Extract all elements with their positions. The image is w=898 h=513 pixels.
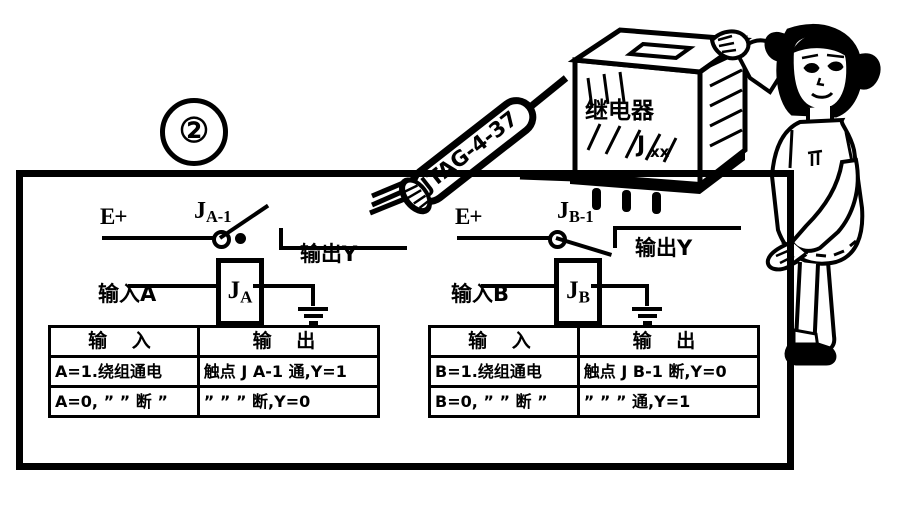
ground-icon: [298, 304, 328, 325]
circuit-b-output-drop: [613, 226, 617, 248]
circuit-a-contact-label: JA-1: [194, 198, 231, 227]
table-a-r1c0: A=0, ” ” 断 ”: [48, 385, 200, 418]
table-header-row: 输 入 输 出: [428, 325, 761, 358]
circuit-b-ground-drop: [645, 284, 649, 306]
table-row: A=1.绕组通电 触点 J A-1 通,Y=1: [48, 355, 381, 388]
circuit-a-contact-letter: J: [194, 198, 206, 224]
truth-table-a: 输 入 输 出 A=1.绕组通电 触点 J A-1 通,Y=1 A=0, ” ”…: [48, 325, 381, 418]
circuit-a: E+ JA-1 输出Y 输入A JA: [90, 196, 420, 326]
circuit-a-output-wire: [279, 246, 407, 250]
svg-text:xx: xx: [650, 143, 670, 161]
relay-box-sublabel: J: [635, 133, 645, 158]
table-b-header-input: 输 入: [428, 325, 580, 358]
circuit-b: E+ JB-1 输出Y 输入B JB: [445, 196, 775, 326]
circuit-b-input-label: 输入B: [451, 282, 510, 306]
circuit-a-ground-drop: [311, 284, 315, 306]
circuit-b-output-label: 输出Y: [635, 236, 693, 260]
main-diagram-frame: [16, 170, 794, 470]
table-a-r0c0: A=1.绕组通电: [48, 355, 200, 388]
table-row: B=0, ” ” 断 ” ” ” ” 通,Y=1: [428, 385, 761, 418]
table-row: B=1.绕组通电 触点 J B-1 断,Y=0: [428, 355, 761, 388]
circuit-a-input-label: 输入A: [98, 282, 157, 306]
table-b-r0c1: 触点 J B-1 断,Y=0: [576, 355, 761, 388]
circuit-b-coil-letter: J: [566, 276, 579, 304]
circuit-a-output-drop: [279, 228, 283, 250]
table-a-header-input: 输 入: [48, 325, 200, 358]
table-b-r1c0: B=0, ” ” 断 ”: [428, 385, 580, 418]
circuit-a-contact-sub: A-1: [206, 207, 232, 227]
circuit-a-supply-wire: [102, 236, 217, 240]
circuit-a-output-label: 输出Y: [300, 242, 358, 266]
circuit-b-coil: JB: [554, 258, 602, 326]
circuit-b-contact-label: JB-1: [557, 198, 593, 227]
table-row: A=0, ” ” 断 ” ” ” ” 断,Y=0: [48, 385, 381, 418]
circuit-b-supply-wire: [457, 236, 552, 240]
circuit-a-coil: JA: [216, 258, 264, 326]
circuit-b-coil-sub: B: [578, 287, 590, 307]
circuit-b-contact-sub: B-1: [569, 207, 594, 227]
circuit-b-contact-letter: J: [557, 198, 569, 224]
circuit-b-output-wire: [613, 226, 741, 230]
table-b-r0c0: B=1.绕组通电: [428, 355, 580, 388]
table-b-header-output: 输 出: [576, 325, 761, 358]
circuit-b-ground-wire: [591, 284, 649, 288]
table-a-r0c1: 触点 J A-1 通,Y=1: [196, 355, 381, 388]
truth-table-b: 输 入 输 出 B=1.绕组通电 触点 J B-1 断,Y=0 B=0, ” ”…: [428, 325, 761, 418]
circuit-a-coil-sub: A: [240, 287, 253, 307]
circuit-a-contact-dot: [235, 233, 246, 244]
ground-icon: [632, 304, 662, 325]
figure-number-badge: ②: [160, 98, 228, 166]
table-header-row: 输 入 输 出: [48, 325, 381, 358]
circuit-b-input-wire: [481, 284, 556, 288]
relay-box-label: 继电器: [585, 97, 655, 124]
circuit-a-supply-label: E+: [100, 204, 127, 229]
table-a-r1c1: ” ” ” 断,Y=0: [196, 385, 381, 418]
table-a-header-output: 输 出: [196, 325, 381, 358]
table-b-r1c1: ” ” ” 通,Y=1: [576, 385, 761, 418]
figure-number-text: ②: [178, 113, 210, 150]
circuit-a-ground-wire: [253, 284, 315, 288]
circuit-a-input-wire: [128, 284, 218, 288]
circuit-a-coil-letter: J: [227, 276, 241, 304]
circuit-b-supply-label: E+: [455, 204, 482, 229]
